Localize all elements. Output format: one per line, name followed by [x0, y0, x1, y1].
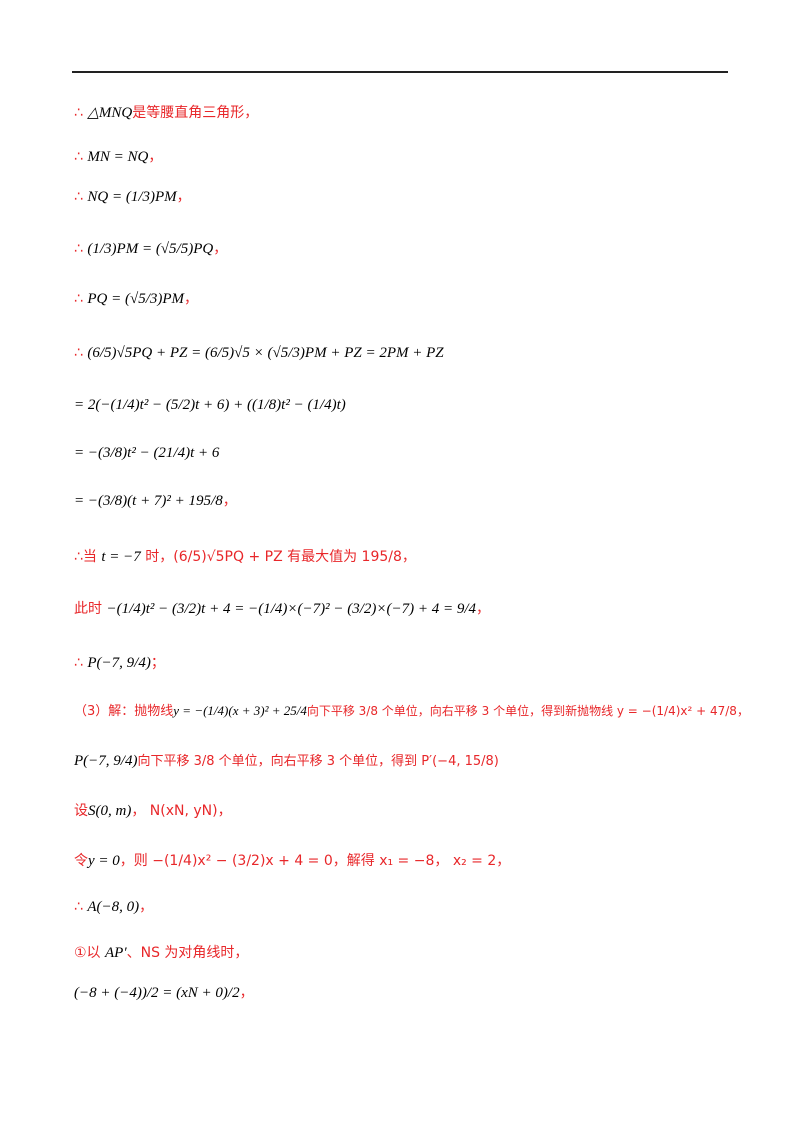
equation: (1/3)PM = (√5/5)PQ [87, 241, 214, 257]
line-15: 设S(0, m)， N(xN, yN)， [74, 802, 232, 820]
punct: ， [239, 985, 254, 1001]
therefore-symbol: ∴ [74, 189, 83, 205]
punct: ； [150, 655, 165, 671]
let-text: 令 [74, 853, 88, 869]
part-3-intro: （3）解：抛物线 [74, 704, 174, 719]
equation: y = 0 [88, 853, 120, 869]
line-13: （3）解：抛物线y = −(1/4)(x + 3)² + 25/4向下平移 3/… [74, 702, 749, 721]
line-9: = −(3/8)(t + 7)² + 195/8， [74, 492, 237, 510]
therefore-symbol: ∴ [74, 899, 83, 915]
punct: ， [222, 493, 237, 509]
triangle-mnq: △MNQ [87, 105, 133, 121]
equation: (6/5)√5PQ + PZ = (6/5)√5 × (√5/3)PM + PZ… [87, 345, 444, 361]
diagonal-text: 、NS 为对角线时， [126, 945, 249, 961]
equation: (−8 + (−4))/2 = (xN + 0)/2 [74, 985, 240, 1001]
line-16: 令y = 0，则 −(1/4)x² − (3/2)x + 4 = 0，解得 x₁… [74, 852, 510, 870]
let-text: 设 [74, 803, 88, 819]
punct: ， [176, 189, 191, 205]
line-5: ∴ PQ = (√5/3)PM， [74, 290, 198, 308]
point-a: A(−8, 0) [87, 899, 140, 915]
line-19: (−8 + (−4))/2 = (xN + 0)/2， [74, 984, 254, 1002]
translation-text: 向下平移 3/8 个单位，向右平移 3 个单位，得到 P′(−4, 15/8) [137, 754, 499, 769]
line-3: ∴ NQ = (1/3)PM， [74, 188, 191, 206]
equation: y = −(1/4)(x + 3)² + 25/4 [173, 703, 307, 718]
therefore-symbol: ∴ [74, 655, 83, 671]
equation: = 2(−(1/4)t² − (5/2)t + 6) + ((1/8)t² − … [74, 397, 346, 413]
equation: MN = NQ [87, 149, 149, 165]
punct: ， [139, 899, 154, 915]
punct: ， [184, 291, 199, 307]
point-p: P(−7, 9/4) [74, 753, 138, 769]
line-11: 此时 −(1/4)t² − (3/2)t + 4 = −(1/4)×(−7)² … [74, 600, 490, 618]
point-s: S(0, m) [88, 803, 132, 819]
line-12: ∴ P(−7, 9/4)； [74, 654, 165, 672]
point-n: ， N(xN, yN)， [131, 803, 232, 819]
line-7: = 2(−(1/4)t² − (5/2)t + 6) + ((1/8)t² − … [74, 396, 346, 414]
therefore-symbol: ∴ [74, 345, 83, 361]
equation: = −(3/8)t² − (21/4)t + 6 [74, 445, 220, 461]
line-17: ∴ A(−8, 0)， [74, 898, 153, 916]
translation-text: 向下平移 3/8 个单位，向右平移 3 个单位，得到新抛物线 y = −(1/4… [306, 704, 749, 718]
line-4: ∴ (1/3)PM = (√5/5)PQ， [74, 240, 227, 258]
at-this-time-text: 此时 [74, 601, 102, 617]
therefore-symbol: ∴ [74, 149, 83, 165]
when-text: ∴当 [74, 549, 97, 565]
line-6: ∴ (6/5)√5PQ + PZ = (6/5)√5 × (√5/3)PM + … [74, 344, 444, 362]
solve-text: ，则 −(1/4)x² − (3/2)x + 4 = 0，解得 x₁ = −8，… [119, 853, 511, 869]
punct: ， [213, 241, 228, 257]
equation: NQ = (1/3)PM [87, 189, 177, 205]
max-value-text: 时，(6/5)√5PQ + PZ 有最大值为 195/8， [145, 549, 416, 565]
line-2: ∴ MN = NQ， [74, 148, 162, 166]
line-8: = −(3/8)t² − (21/4)t + 6 [74, 444, 219, 462]
punct: ， [476, 601, 491, 617]
equation: −(1/4)t² − (3/2)t + 4 = −(1/4)×(−7)² − (… [106, 601, 477, 617]
header-rule [72, 71, 728, 73]
line-18: ①以 AP′、NS 为对角线时， [74, 944, 248, 962]
segment-ap: AP′ [105, 945, 127, 961]
equation: = −(3/8)(t + 7)² + 195/8 [74, 493, 223, 509]
therefore-symbol: ∴ [74, 105, 83, 121]
punct: ， [148, 149, 163, 165]
equation: PQ = (√5/3)PM [87, 291, 185, 307]
point-p: P(−7, 9/4) [87, 655, 151, 671]
equation: t = −7 [101, 549, 141, 565]
line-14: P(−7, 9/4)向下平移 3/8 个单位，向右平移 3 个单位，得到 P′(… [74, 752, 499, 771]
therefore-symbol: ∴ [74, 241, 83, 257]
line-1: ∴ △MNQ是等腰直角三角形， [74, 104, 258, 122]
line-10: ∴当 t = −7 时，(6/5)√5PQ + PZ 有最大值为 195/8， [74, 548, 416, 566]
case-1-text: ①以 [74, 945, 101, 961]
line-1-text: 是等腰直角三角形， [132, 105, 259, 121]
therefore-symbol: ∴ [74, 291, 83, 307]
